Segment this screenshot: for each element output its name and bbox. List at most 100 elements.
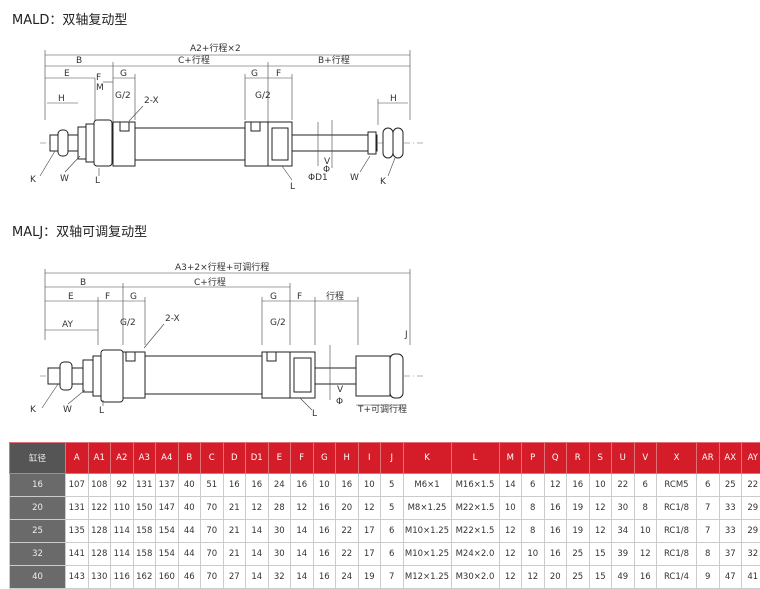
table-cell: 27 <box>223 566 246 589</box>
table-cell: 114 <box>111 543 134 566</box>
table-cell: 32 <box>742 543 760 566</box>
table-cell: 16 <box>313 497 336 520</box>
table-header-j: J <box>381 443 404 474</box>
table-header-m: M <box>499 443 522 474</box>
table-cell: 12 <box>634 543 657 566</box>
table-cell: 6 <box>381 520 404 543</box>
table-cell: 25 <box>719 474 742 497</box>
table-cell: RC1/8 <box>657 497 697 520</box>
section-title-malj: MALJ：双轴可调复动型 <box>12 221 147 240</box>
table-cell: 158 <box>133 520 156 543</box>
table-header-e: E <box>268 443 291 474</box>
table-cell: 12 <box>499 566 522 589</box>
table-cell: 131 <box>133 474 156 497</box>
table-cell: 51 <box>201 474 224 497</box>
table-cell: 34 <box>612 520 635 543</box>
table-header-c: C <box>201 443 224 474</box>
table-cell: 154 <box>156 520 179 543</box>
table-cell: 14 <box>246 543 269 566</box>
table-header-ax: AX <box>719 443 742 474</box>
dim2-j: J <box>404 330 408 340</box>
table-cell-bore: 16 <box>10 474 66 497</box>
dim-g-half: G/2 <box>115 91 131 101</box>
label-w: W <box>60 174 69 184</box>
table-cell: M10×1.25 <box>403 520 451 543</box>
table-cell: 16 <box>313 566 336 589</box>
dim2-g-half-right: G/2 <box>270 318 286 328</box>
table-cell: 22 <box>336 543 359 566</box>
table-header-p: P <box>522 443 545 474</box>
table-cell: 14 <box>291 543 314 566</box>
dim2-stroke: 行程 <box>326 290 344 302</box>
table-header-f: F <box>291 443 314 474</box>
table-cell: 131 <box>66 497 89 520</box>
table-cell: 7 <box>381 566 404 589</box>
table-cell: 17 <box>358 520 381 543</box>
table-cell: 128 <box>88 543 111 566</box>
table-cell: 12 <box>589 520 612 543</box>
table-cell: 30 <box>268 543 291 566</box>
table-cell: 29 <box>742 520 760 543</box>
dim2-c-stroke: C+行程 <box>194 276 226 288</box>
dim2-e: E <box>68 292 74 302</box>
table-cell: 37 <box>719 543 742 566</box>
table-cell: 16 <box>313 520 336 543</box>
malj-drawing: A3+2×行程+可调行程 B C+行程 E F G G F 行程 AY G/2 … <box>0 262 760 424</box>
table-cell: 70 <box>201 520 224 543</box>
table-cell: 14 <box>291 520 314 543</box>
label2-l-right: L <box>312 409 317 419</box>
table-cell: 114 <box>111 520 134 543</box>
table-cell: 33 <box>719 497 742 520</box>
label2-w: W <box>63 405 72 415</box>
table-header-i: I <box>358 443 381 474</box>
table-header-s: S <box>589 443 612 474</box>
table-cell: 14 <box>246 566 269 589</box>
table-cell: M22×1.5 <box>451 520 499 543</box>
table-cell: 150 <box>133 497 156 520</box>
table-header-d1: D1 <box>246 443 269 474</box>
dim2-b: B <box>80 278 86 288</box>
dim2-t: T+可调行程 <box>357 403 407 415</box>
table-header-h: H <box>336 443 359 474</box>
table-header-a3: A3 <box>133 443 156 474</box>
table-cell: 158 <box>133 543 156 566</box>
section-title-mald: MALD：双轴复动型 <box>12 9 127 28</box>
table-cell: 16 <box>544 520 567 543</box>
dim-f: F <box>276 69 281 79</box>
table-cell: 20 <box>544 566 567 589</box>
table-header-bore: 缸径 <box>10 443 66 474</box>
table-cell: 108 <box>88 474 111 497</box>
table-cell: 141 <box>66 543 89 566</box>
dim-g2: G <box>251 69 258 79</box>
label-k: K <box>30 175 37 185</box>
table-cell: 92 <box>111 474 134 497</box>
table-cell: 8 <box>522 520 545 543</box>
table-cell: 128 <box>88 520 111 543</box>
table-cell: 14 <box>499 474 522 497</box>
table-cell: 21 <box>223 520 246 543</box>
dim-h-right: H <box>390 94 397 104</box>
table-header-g: G <box>313 443 336 474</box>
table-cell: 7 <box>697 497 720 520</box>
table-cell: 10 <box>522 543 545 566</box>
table-cell: 40 <box>178 497 201 520</box>
table-cell-bore: 20 <box>10 497 66 520</box>
table-cell: 162 <box>133 566 156 589</box>
table-cell: 40 <box>178 474 201 497</box>
table-header-d: D <box>223 443 246 474</box>
table-cell: 107 <box>66 474 89 497</box>
table-cell: 12 <box>522 566 545 589</box>
table-header-a2: A2 <box>111 443 134 474</box>
table-cell: M8×1.25 <box>403 497 451 520</box>
table-cell: 14 <box>291 566 314 589</box>
table-header-a4: A4 <box>156 443 179 474</box>
dim2-v: V <box>337 385 344 395</box>
table-cell: 70 <box>201 566 224 589</box>
table-cell: 12 <box>246 497 269 520</box>
dim2-f: F <box>105 292 110 302</box>
table-header-v: V <box>634 443 657 474</box>
table-cell: 41 <box>742 566 760 589</box>
